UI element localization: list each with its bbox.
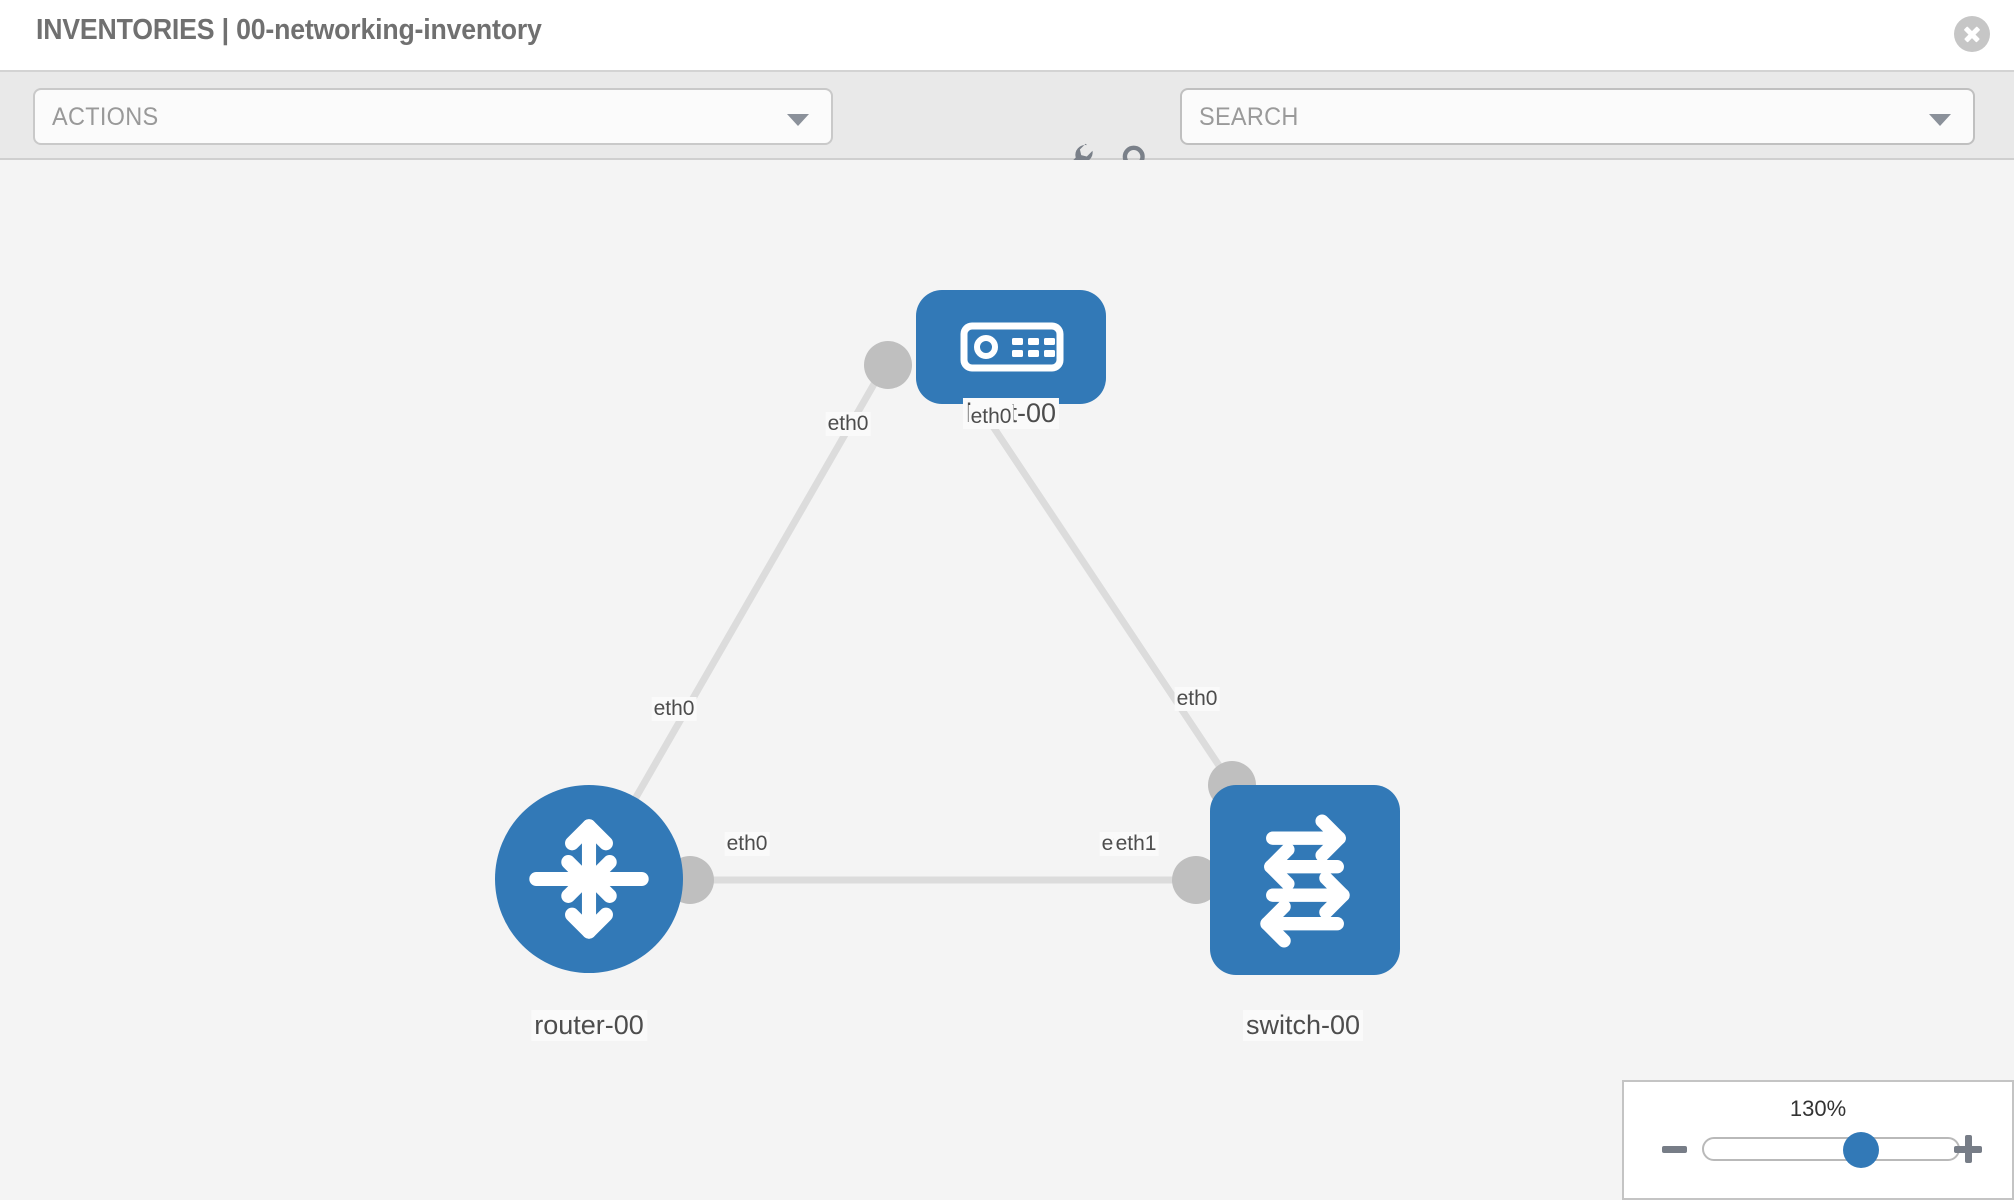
iface-label-switch-00-left: eth1 (1113, 832, 1159, 856)
link-host00-switch00 (949, 363, 1235, 787)
actions-dropdown-label: ACTIONS (52, 103, 159, 131)
node-host-00[interactable] (916, 290, 1106, 404)
server-icon (960, 322, 1064, 372)
iface-label-switch-00-up: eth0 (1174, 687, 1220, 711)
iface-label-router-00-up: eth0 (651, 697, 697, 721)
chevron-down-icon (787, 114, 809, 126)
search-input[interactable]: SEARCH (1180, 88, 1975, 145)
connector-host00-left (864, 341, 912, 389)
node-switch-00[interactable] (1210, 785, 1400, 975)
router-arrows-icon (529, 819, 649, 939)
switch-arrows-icon (1260, 814, 1350, 948)
iface-label-router-00-right: eth0 (724, 832, 770, 856)
node-router-00[interactable] (495, 785, 683, 973)
connector-switch00-left (1172, 856, 1220, 904)
topology-graph: host-00 router-00 switch-00 eth0 eth0 et… (0, 160, 2014, 1200)
search-placeholder: SEARCH (1199, 103, 1299, 131)
zoom-slider-track[interactable] (1702, 1132, 1960, 1168)
actions-dropdown[interactable]: ACTIONS (33, 88, 833, 145)
page-header: INVENTORIES | 00-networking-inventory (0, 0, 2014, 70)
zoom-slider-thumb[interactable] (1843, 1132, 1880, 1168)
toolbar: ACTIONS SEARCH (0, 70, 2014, 182)
node-label-router-00: router-00 (531, 1010, 647, 1041)
chevron-down-icon (1929, 114, 1951, 126)
iface-label-host-00-right: eth0 (968, 405, 1014, 429)
zoom-in-button[interactable] (1954, 1135, 1982, 1163)
link-host00-router00 (616, 363, 889, 827)
zoom-out-button[interactable] (1662, 1146, 1687, 1153)
close-icon[interactable] (1954, 16, 1990, 52)
topology-canvas[interactable]: host-00 router-00 switch-00 eth0 eth0 et… (0, 160, 2014, 1200)
page-title: INVENTORIES | 00-networking-inventory (36, 14, 542, 46)
iface-label-host-00-left: eth0 (825, 412, 871, 436)
zoom-level-value: 130% (1789, 1096, 1847, 1121)
node-label-switch-00: switch-00 (1242, 1010, 1364, 1041)
zoom-control-panel: 130% (1622, 1080, 2014, 1200)
